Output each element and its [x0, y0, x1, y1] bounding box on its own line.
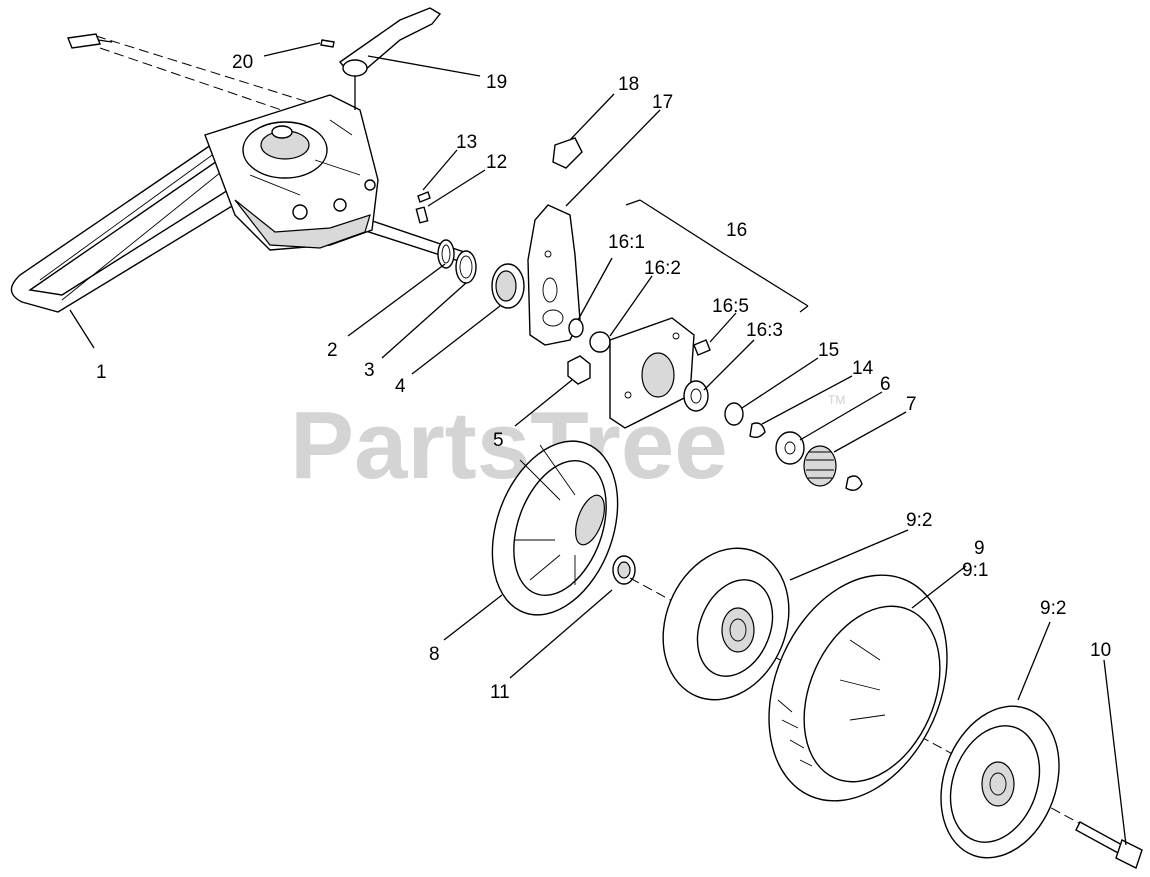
callout-labels: 20 19 1 2 3 4 5 13 12 18 17 16 16:1 16:2… [96, 52, 1111, 703]
callout-3: 3 [364, 360, 375, 381]
wheel-bearing-assembly-part [568, 317, 711, 429]
leader-lines [69, 42, 1127, 846]
control-arm-part [338, 7, 442, 110]
bracket-clip-part [552, 137, 583, 169]
callout-9-2-inner: 9:2 [906, 510, 932, 531]
key-part [415, 206, 429, 224]
callout-18: 18 [618, 74, 639, 95]
spacer-part [612, 555, 636, 585]
height-bracket-part [527, 204, 581, 346]
small-pin-part [417, 191, 431, 203]
callout-17: 17 [652, 92, 673, 113]
callout-19: 19 [486, 72, 507, 93]
callout-16: 16 [726, 220, 747, 241]
callout-6: 6 [880, 374, 891, 395]
pin-part [320, 39, 335, 48]
callout-5: 5 [493, 430, 504, 451]
bushing-part [491, 263, 525, 309]
callout-11: 11 [490, 682, 510, 703]
callout-9: 9 [974, 538, 985, 559]
inner-wheel-cap-part [662, 547, 790, 701]
callout-9-1: 9:1 [962, 560, 988, 581]
callout-16-3: 16:3 [746, 320, 783, 341]
drive-gear-part [803, 445, 863, 491]
drive-bail-part [10, 130, 243, 313]
e-clip-part [749, 422, 766, 439]
wave-washer-part [775, 431, 805, 465]
callout-8: 8 [429, 644, 440, 665]
transmission-part [204, 94, 379, 251]
callout-1: 1 [96, 362, 107, 383]
callout-16-5: 16:5 [712, 296, 749, 317]
callout-10: 10 [1090, 640, 1111, 661]
callout-12: 12 [486, 152, 507, 173]
washer-part [455, 250, 477, 284]
callout-13: 13 [456, 132, 477, 153]
bolt-part [1075, 821, 1143, 869]
watermark-trademark: TM [828, 393, 845, 407]
tire-part [768, 574, 948, 802]
flat-washer-part [724, 402, 744, 426]
retaining-ring-part [437, 239, 455, 269]
callout-14: 14 [852, 358, 874, 379]
callout-2: 2 [327, 340, 338, 361]
outer-wheel-cap-part [940, 705, 1060, 859]
callout-16-2: 16:2 [644, 258, 681, 279]
callout-15: 15 [818, 340, 839, 361]
wheel-hub-cover-part [491, 440, 619, 616]
callout-9-2-outer: 9:2 [1040, 598, 1066, 619]
nut-part [567, 355, 591, 385]
callout-20: 20 [232, 52, 253, 73]
callout-4: 4 [395, 376, 406, 397]
callout-16-1: 16:1 [608, 232, 645, 253]
callout-7: 7 [906, 394, 917, 415]
